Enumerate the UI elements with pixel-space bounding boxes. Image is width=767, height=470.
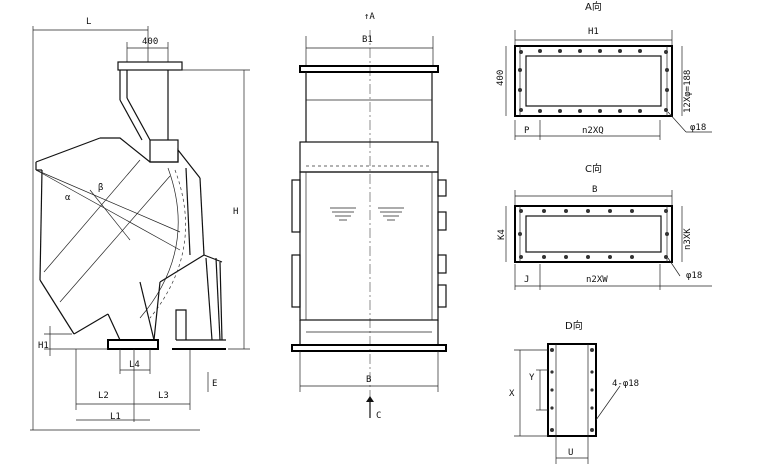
- view-a-bolt-holes: [518, 49, 669, 113]
- view-a: A向 H1 400 12Xφ=188 P n2XQ: [496, 0, 712, 140]
- view-a-P: P: [524, 126, 530, 136]
- view-a-dia: φ18: [690, 123, 706, 133]
- front-view: ↑A B1 B: [291, 12, 447, 421]
- view-d: D向 X Y 4-φ18 U: [509, 319, 639, 464]
- view-c-n2XW: n2XW: [586, 275, 608, 285]
- view-c-J: J: [524, 275, 529, 285]
- dim-L2: L2: [98, 391, 109, 401]
- dim-400: 400: [142, 37, 158, 47]
- view-c-title: C向: [585, 162, 602, 175]
- arrow-c-label: C: [376, 411, 381, 421]
- view-c-dia: φ18: [686, 271, 702, 281]
- dim-L: L: [86, 17, 91, 27]
- dim-L1: L1: [110, 412, 121, 422]
- dim-B: B: [366, 375, 371, 385]
- view-d-holes: 4-φ18: [612, 379, 639, 389]
- dim-H: H: [233, 207, 238, 217]
- angle-beta: β: [98, 183, 103, 193]
- view-a-holes: 12Xφ=188: [683, 70, 693, 113]
- view-c-K4: K4: [497, 229, 507, 240]
- view-c: C向 B K4 n3XK J n2XW φ18: [497, 162, 712, 290]
- side-view: L 400 α β: [30, 17, 250, 431]
- view-d-U: U: [568, 448, 573, 458]
- dim-H1: H1: [38, 341, 49, 351]
- view-d-X: X: [509, 389, 515, 399]
- angle-alpha: α: [65, 193, 71, 203]
- view-d-title: D向: [565, 319, 583, 332]
- view-c-bolt-holes: [518, 209, 669, 259]
- view-d-Y: Y: [529, 373, 535, 383]
- view-c-n3XK: n3XK: [683, 228, 693, 250]
- dim-E: E: [212, 379, 217, 389]
- view-c-B: B: [592, 185, 597, 195]
- view-a-400: 400: [496, 70, 506, 86]
- view-d-bolt-holes: [550, 348, 594, 432]
- view-a-H1: H1: [588, 27, 599, 37]
- view-a-title: A向: [585, 0, 602, 13]
- dim-L4: L4: [129, 360, 140, 370]
- dim-B1: B1: [362, 35, 373, 45]
- arrow-a-label: ↑A: [364, 12, 375, 22]
- dim-L3: L3: [158, 391, 169, 401]
- view-a-n2XQ: n2XQ: [582, 126, 604, 136]
